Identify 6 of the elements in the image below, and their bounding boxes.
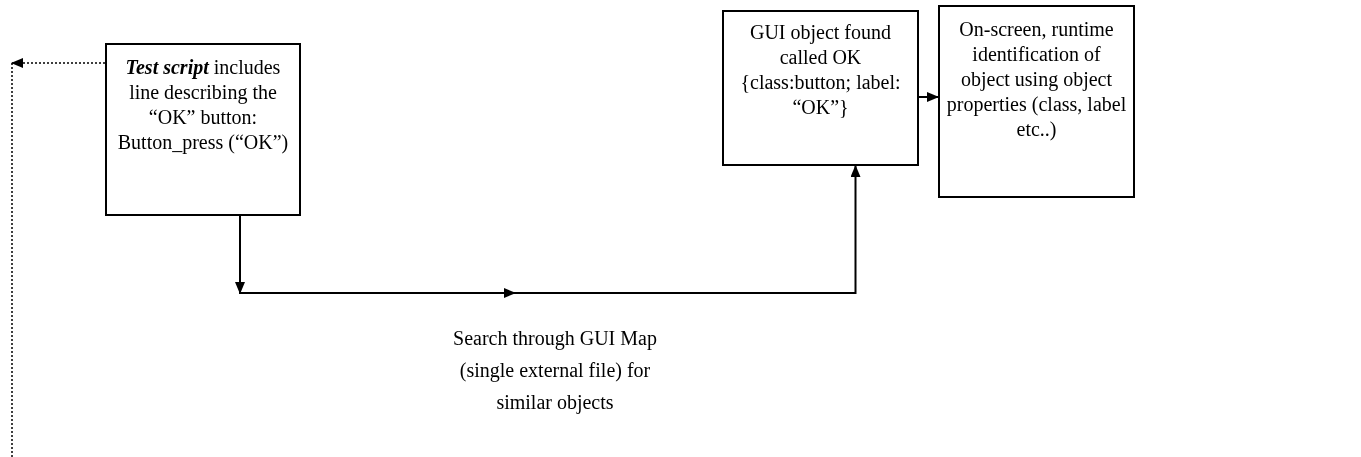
- process-box: [105, 43, 301, 216]
- process-box: [938, 5, 1135, 198]
- process-box: [722, 10, 919, 166]
- box-text: Test script includes line describing the “OK” button: Button_press (“OK”): [116, 55, 290, 155]
- box-text: On-screen, runtime identification of object using object properties (class, label etc..): [946, 17, 1127, 142]
- box-text: GUI object found called OK {class:button; label: “OK”}: [739, 20, 902, 120]
